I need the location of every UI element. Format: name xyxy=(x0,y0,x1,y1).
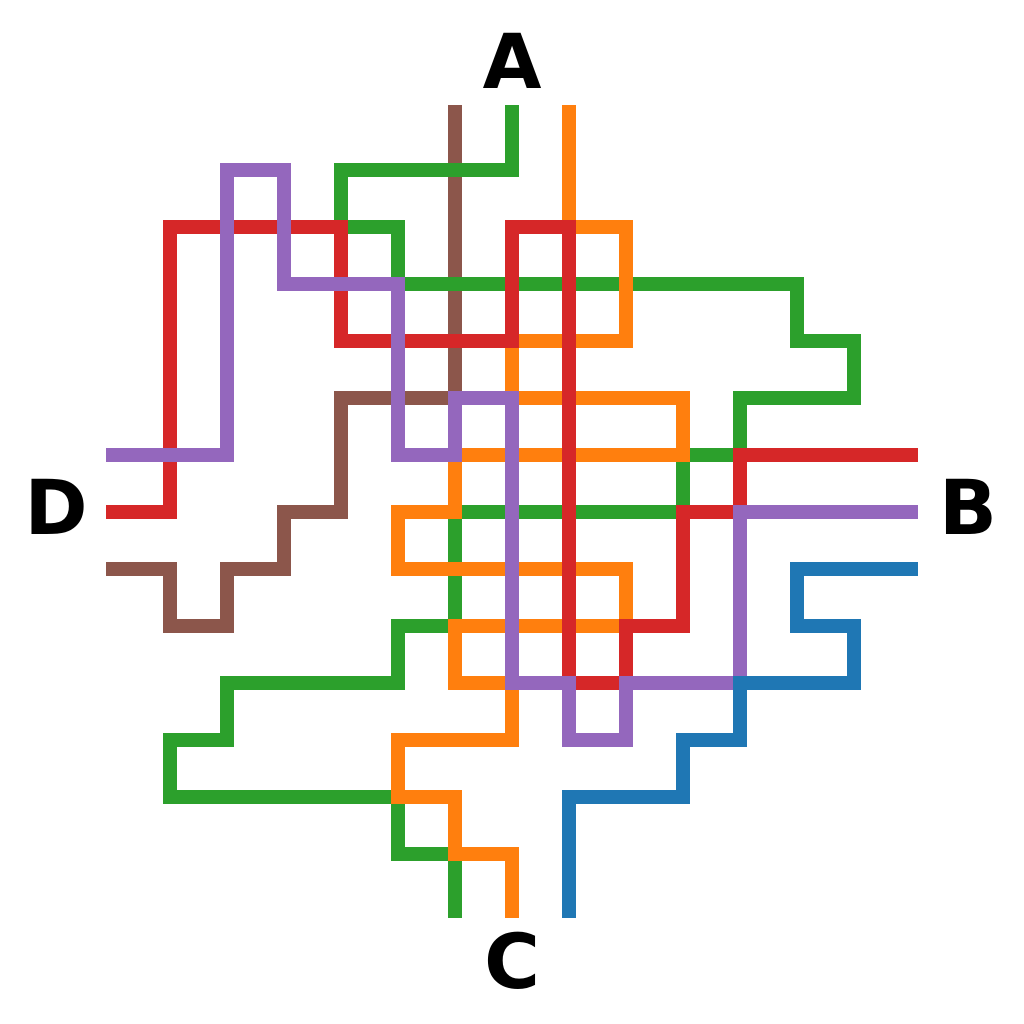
red-route xyxy=(106,220,918,690)
purple-route xyxy=(106,163,918,747)
terminal-labels: A B C D xyxy=(24,17,997,1006)
brown-route xyxy=(106,105,462,633)
terminal-label-top: A xyxy=(483,17,542,106)
terminal-label-bottom: C xyxy=(484,917,540,1006)
green-route xyxy=(163,105,861,918)
blue-route xyxy=(562,562,918,918)
terminal-label-left: D xyxy=(24,463,87,552)
routes-layer xyxy=(106,105,918,918)
terminal-label-right: B xyxy=(939,463,997,552)
